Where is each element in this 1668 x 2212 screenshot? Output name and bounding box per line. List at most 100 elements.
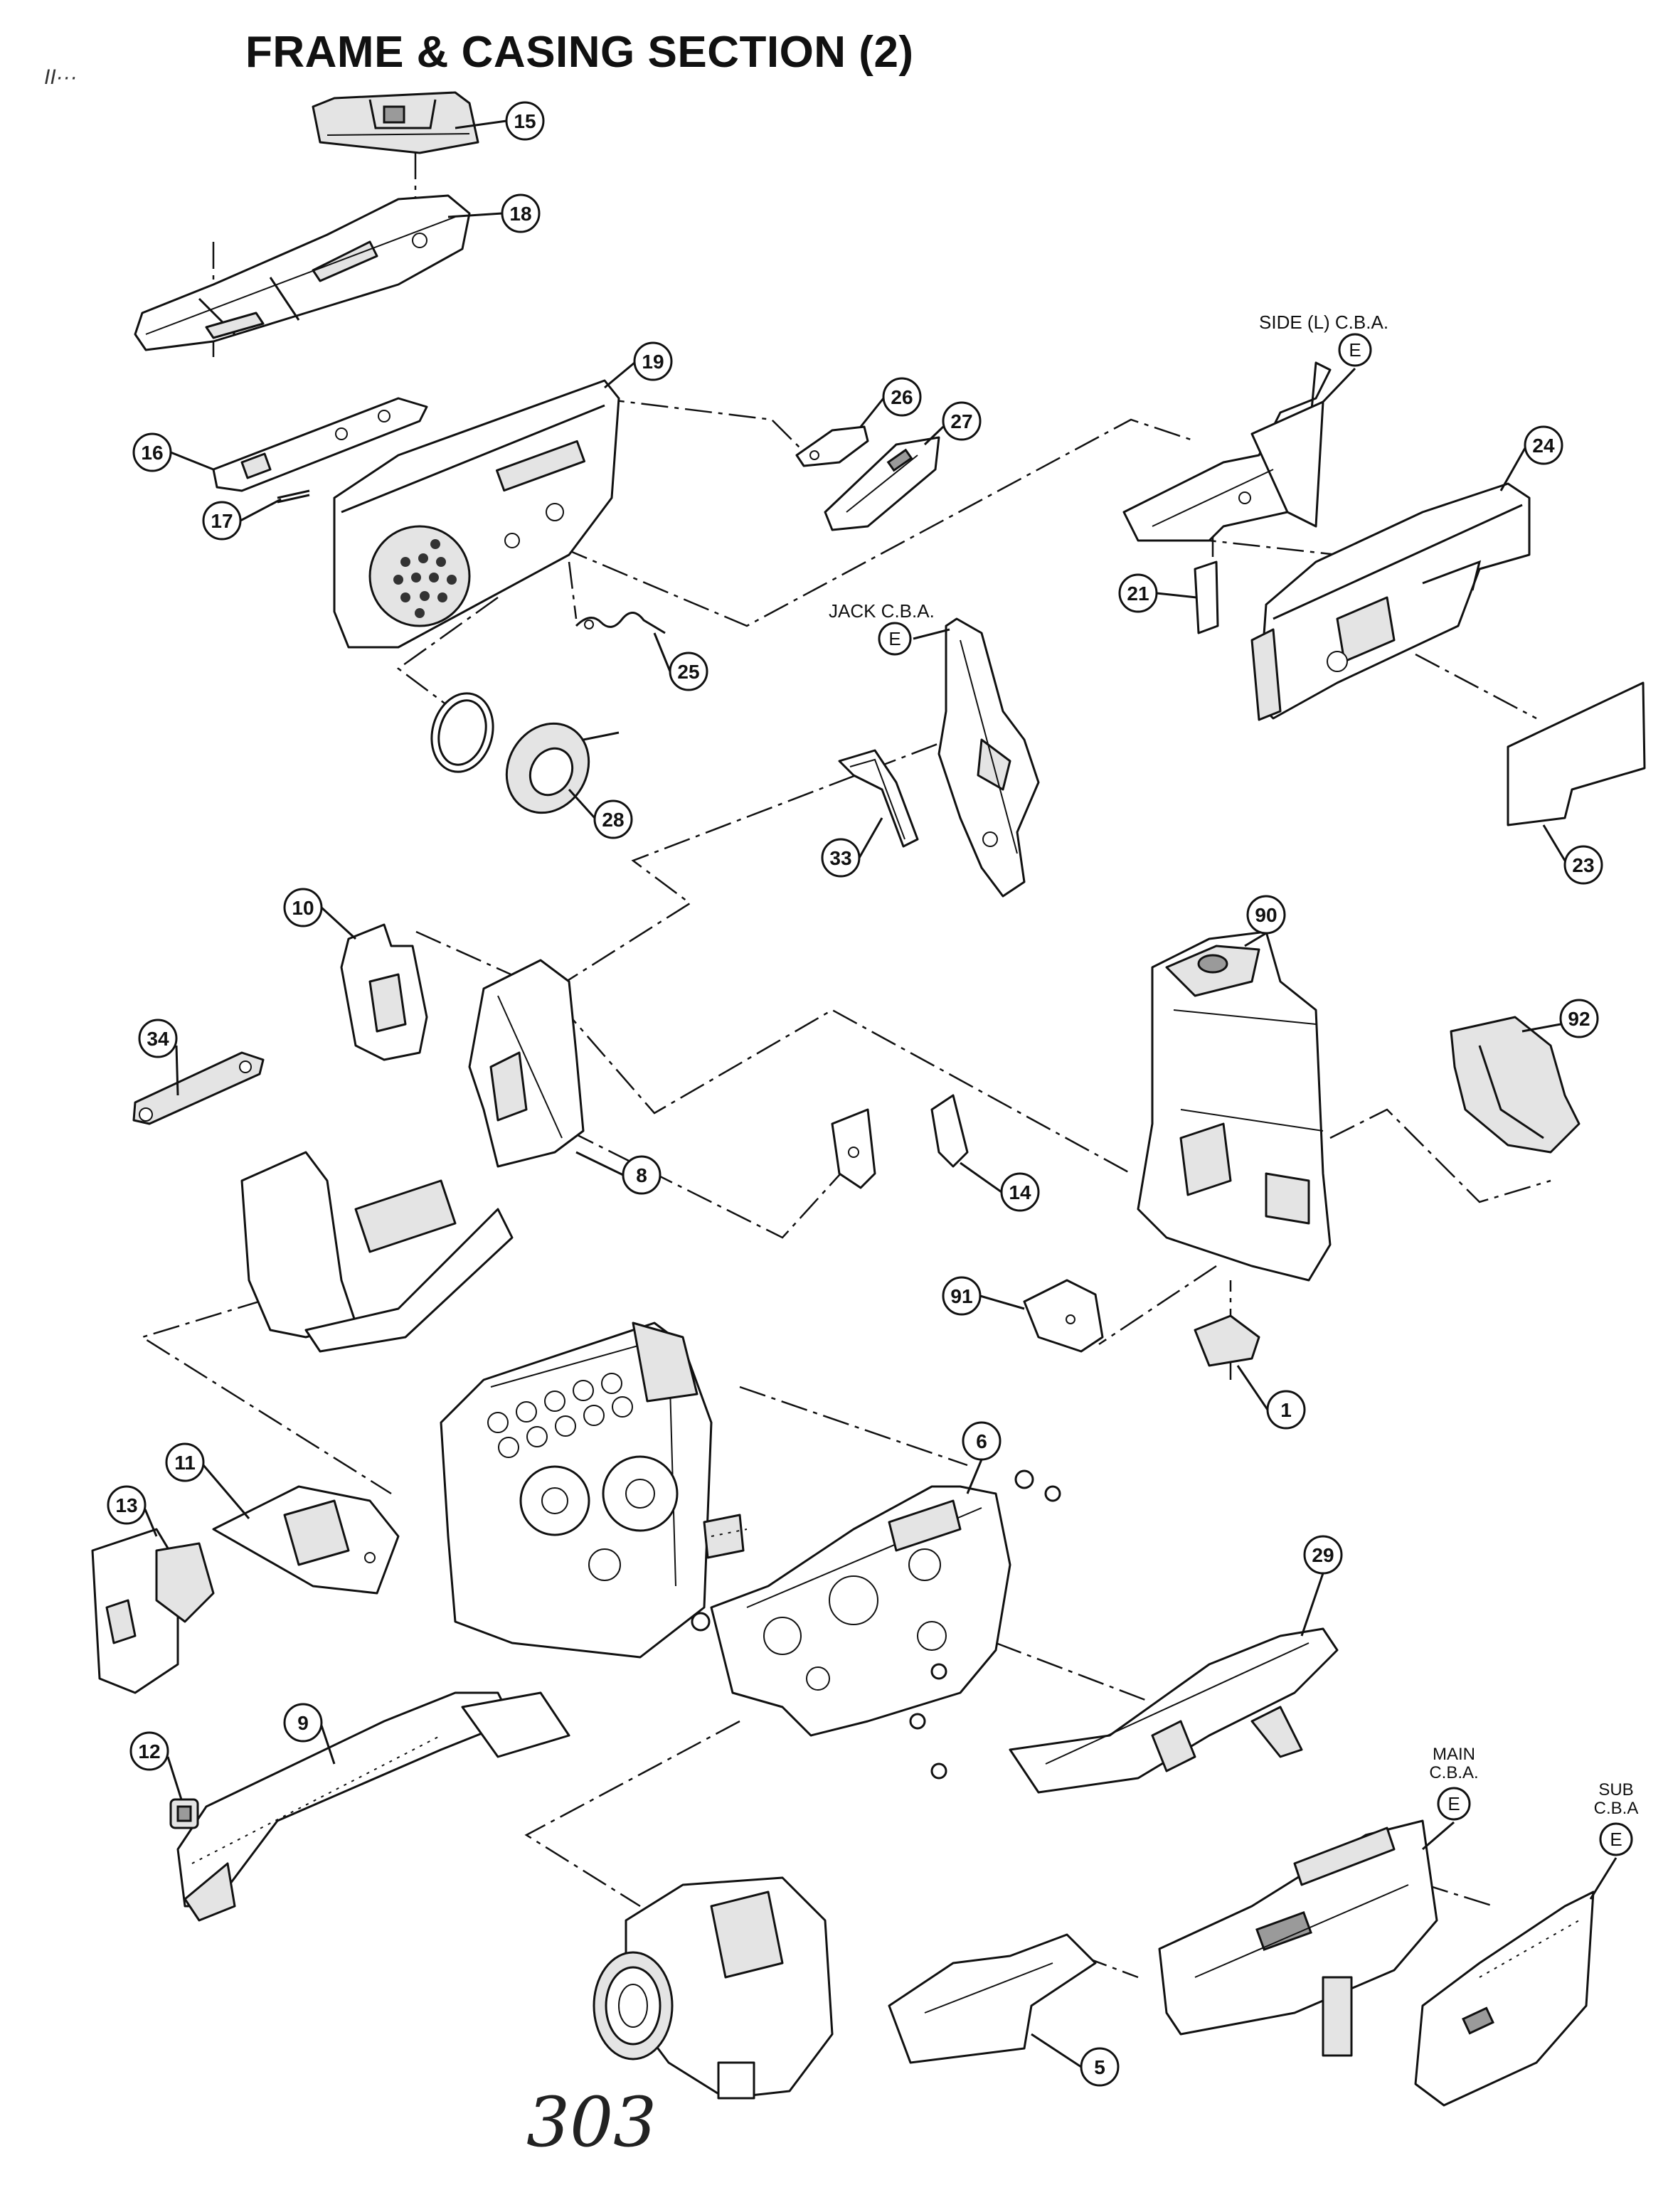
callout-circle — [107, 1485, 147, 1525]
board-label-line: C.B.A. — [1429, 1763, 1478, 1782]
callout-number: 92 — [1568, 1008, 1590, 1030]
callout-circle — [882, 377, 922, 417]
part-15-top-cover — [312, 91, 479, 154]
callout-circle — [821, 838, 861, 878]
callout-number: 27 — [950, 410, 972, 432]
board-ref-circle — [1338, 333, 1372, 367]
callout-circle — [1118, 573, 1158, 613]
callout-part-24: 24 — [1524, 425, 1563, 465]
callout-circle — [1000, 1172, 1040, 1212]
callout-circle — [1246, 895, 1286, 935]
callout-circle — [1080, 2047, 1120, 2087]
callout-circle — [1303, 1535, 1343, 1575]
callout-number: 14 — [1009, 1181, 1031, 1203]
callout-part-29: 29 — [1303, 1535, 1343, 1575]
part-28-speaker — [430, 692, 620, 814]
callout-part-19: 19 — [633, 341, 673, 381]
callout-part-33: 33 — [821, 838, 861, 878]
callout-part-15: 15 — [505, 101, 545, 141]
part-92-block — [1450, 1016, 1581, 1154]
callout-number: 28 — [602, 809, 624, 831]
board-ref-letter: E — [1349, 339, 1361, 361]
tape-mechanism — [440, 1322, 748, 1659]
part-8-main-frame — [240, 959, 585, 1353]
part-10-bracket — [340, 923, 428, 1061]
callout-circle — [942, 401, 982, 441]
callout-part-9: 9 — [283, 1703, 323, 1743]
callout-number: 26 — [891, 386, 913, 408]
callout-number: 34 — [147, 1028, 169, 1050]
part-17-pin — [277, 489, 310, 504]
callout-circle — [1563, 845, 1603, 885]
callout-part-14: 14 — [1000, 1172, 1040, 1212]
callout-part-28: 28 — [593, 799, 633, 839]
callout-number: 21 — [1127, 583, 1149, 605]
callout-part-11: 11 — [165, 1442, 205, 1482]
board-label: JACK C.B.A. — [829, 600, 935, 622]
callout-number: 12 — [138, 1740, 160, 1762]
part-90-chassis — [1137, 930, 1332, 1282]
part-12-button — [169, 1798, 199, 1829]
part-13-bracket — [91, 1528, 215, 1694]
callout-number: 16 — [141, 442, 163, 464]
lens-assembly — [593, 1876, 834, 2100]
part-18-handle-top — [134, 194, 471, 351]
callout-circle — [1559, 999, 1599, 1038]
side-l-board — [1122, 361, 1332, 542]
callout-number: 8 — [636, 1164, 647, 1186]
callout-number: 90 — [1255, 904, 1277, 926]
sub-board — [1414, 1891, 1595, 2107]
callout-circle — [1524, 425, 1563, 465]
board-ref-letter: E — [888, 628, 901, 649]
callout-number: 18 — [509, 203, 531, 225]
callout-part-10: 10 — [283, 888, 323, 927]
callout-number: 23 — [1572, 854, 1594, 876]
callout-number: 33 — [829, 847, 851, 869]
callout-number: 6 — [976, 1430, 987, 1452]
callout-part-25: 25 — [669, 652, 708, 691]
callout-circle — [1266, 1390, 1306, 1430]
callout-part-13: 13 — [107, 1485, 147, 1525]
leader-lines — [144, 119, 1617, 2068]
callout-circle — [633, 341, 673, 381]
part-27-board — [824, 436, 940, 531]
part-23-sheet — [1507, 681, 1646, 826]
callout-circle — [622, 1155, 662, 1195]
callout-part-1: 1 — [1266, 1390, 1306, 1430]
part-29-rail — [1009, 1627, 1339, 1794]
callout-part-27: 27 — [942, 401, 982, 441]
board-ref-circle — [878, 622, 912, 656]
part-26-clip — [795, 425, 869, 467]
callout-circle — [501, 193, 541, 233]
callout-part-23: 23 — [1563, 845, 1603, 885]
part-33-flex-cable — [838, 749, 919, 848]
callout-number: 17 — [211, 510, 233, 532]
part-21-flex — [1194, 560, 1219, 634]
board-ref-side_l: SIDE (L) C.B.A.E — [1259, 312, 1388, 367]
part-16-bracket — [212, 397, 428, 492]
callout-part-12: 12 — [129, 1731, 169, 1771]
callout-circle — [202, 501, 242, 541]
board-ref-circle — [1599, 1822, 1633, 1856]
callout-part-16: 16 — [132, 432, 172, 472]
callout-part-90: 90 — [1246, 895, 1286, 935]
callout-number: 1 — [1280, 1399, 1292, 1421]
callout-circle — [283, 1703, 323, 1743]
callout-part-17: 17 — [202, 501, 242, 541]
page-number: 303 — [526, 2083, 657, 2162]
callout-number: 9 — [297, 1712, 309, 1734]
callout-number: 24 — [1532, 435, 1555, 457]
part-9-grip — [176, 1691, 570, 1922]
callout-number: 10 — [292, 897, 314, 919]
callout-part-21: 21 — [1118, 573, 1158, 613]
callout-number: 13 — [115, 1494, 137, 1516]
callout-number: 91 — [950, 1285, 972, 1307]
board-ref-letter: E — [1447, 1793, 1460, 1814]
main-board — [1158, 1819, 1438, 2057]
board-ref-letter: E — [1610, 1829, 1622, 1850]
part-24-frame — [1250, 482, 1531, 721]
part-1-bracket — [1194, 1314, 1260, 1367]
callout-number: 15 — [514, 110, 536, 132]
